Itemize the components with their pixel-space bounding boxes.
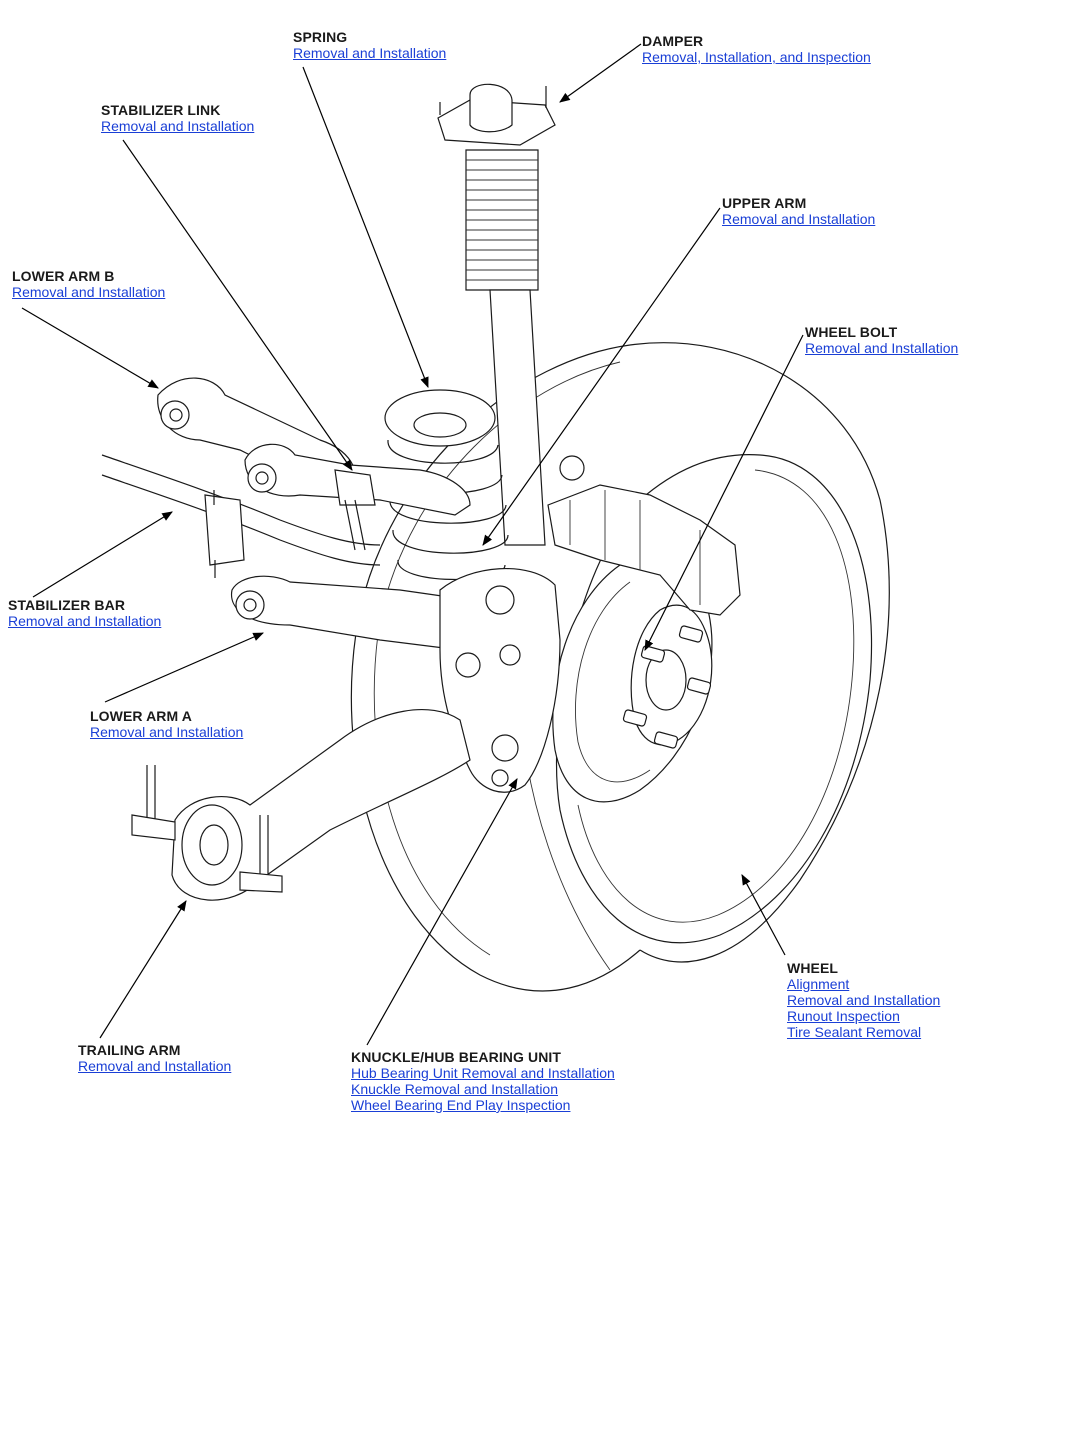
link-wheel-runout-inspection[interactable]: Runout Inspection	[787, 1008, 900, 1024]
link-lower-arm-b-removal-installation[interactable]: Removal and Installation	[12, 284, 166, 300]
link-knuckle-removal-installation[interactable]: Knuckle Removal and Installation	[351, 1081, 559, 1097]
callout-title: LOWER ARM B	[12, 268, 115, 284]
callout-damper: DAMPER Removal, Installation, and Inspec…	[642, 33, 871, 65]
callout-trailing-arm: TRAILING ARM Removal and Installation	[78, 1042, 231, 1074]
callout-lower-arm-b: LOWER ARM B Removal and Installation	[12, 268, 165, 300]
link-wheel-removal-installation[interactable]: Removal and Installation	[787, 992, 941, 1008]
callout-title: LOWER ARM A	[90, 708, 192, 724]
caliper-illustration	[547, 455, 741, 616]
callout-title: WHEEL	[787, 960, 839, 976]
link-wheel-alignment[interactable]: Alignment	[787, 976, 850, 992]
link-trailing-arm-removal-installation[interactable]: Removal and Installation	[78, 1058, 232, 1074]
callout-stabilizer-bar: STABILIZER BAR Removal and Installation	[8, 597, 161, 629]
link-wheel-tire-sealant-removal[interactable]: Tire Sealant Removal	[787, 1024, 922, 1040]
callout-wheel-bolt: WHEEL BOLT Removal and Installation	[805, 324, 958, 356]
link-spring-removal-installation[interactable]: Removal and Installation	[293, 45, 447, 61]
callout-title: STABILIZER BAR	[8, 597, 126, 613]
callout-title: DAMPER	[642, 33, 704, 49]
link-damper-removal-installation-inspection[interactable]: Removal, Installation, and Inspection	[642, 49, 871, 65]
link-upper-arm-removal-installation[interactable]: Removal and Installation	[722, 211, 876, 227]
callout-lower-arm-a: LOWER ARM A Removal and Installation	[90, 708, 243, 740]
upper-arm-illustration	[244, 443, 471, 551]
callout-knuckle-hub-bearing-unit: KNUCKLE/HUB BEARING UNIT Hub Bearing Uni…	[351, 1049, 615, 1113]
callout-upper-arm: UPPER ARM Removal and Installation	[722, 195, 875, 227]
link-hub-bearing-unit-removal-installation[interactable]: Hub Bearing Unit Removal and Installatio…	[351, 1065, 615, 1081]
callout-title: KNUCKLE/HUB BEARING UNIT	[351, 1049, 562, 1065]
link-lower-arm-a-removal-installation[interactable]: Removal and Installation	[90, 724, 244, 740]
callout-title: UPPER ARM	[722, 195, 807, 211]
wheel-bolts-illustration	[622, 625, 712, 749]
link-wheel-bolt-removal-installation[interactable]: Removal and Installation	[805, 340, 959, 356]
callout-wheel: WHEEL Alignment Removal and Installation…	[787, 960, 940, 1040]
damper-illustration	[437, 83, 556, 546]
leader-lines	[21, 43, 804, 1046]
callout-title: STABILIZER LINK	[101, 102, 221, 118]
callout-title: TRAILING ARM	[78, 1042, 181, 1058]
stabilizer-bar-illustration	[101, 454, 381, 578]
link-stabilizer-link-removal-installation[interactable]: Removal and Installation	[101, 118, 255, 134]
callout-title: WHEEL BOLT	[805, 324, 898, 340]
link-wheel-bearing-end-play-inspection[interactable]: Wheel Bearing End Play Inspection	[351, 1097, 571, 1113]
callout-title: SPRING	[293, 29, 348, 45]
knuckle-illustration	[439, 568, 561, 793]
callout-stabilizer-link: STABILIZER LINK Removal and Installation	[101, 102, 254, 134]
callout-spring: SPRING Removal and Installation	[293, 29, 446, 61]
trailing-arm-illustration	[131, 709, 471, 901]
link-stabilizer-bar-removal-installation[interactable]: Removal and Installation	[8, 613, 162, 629]
